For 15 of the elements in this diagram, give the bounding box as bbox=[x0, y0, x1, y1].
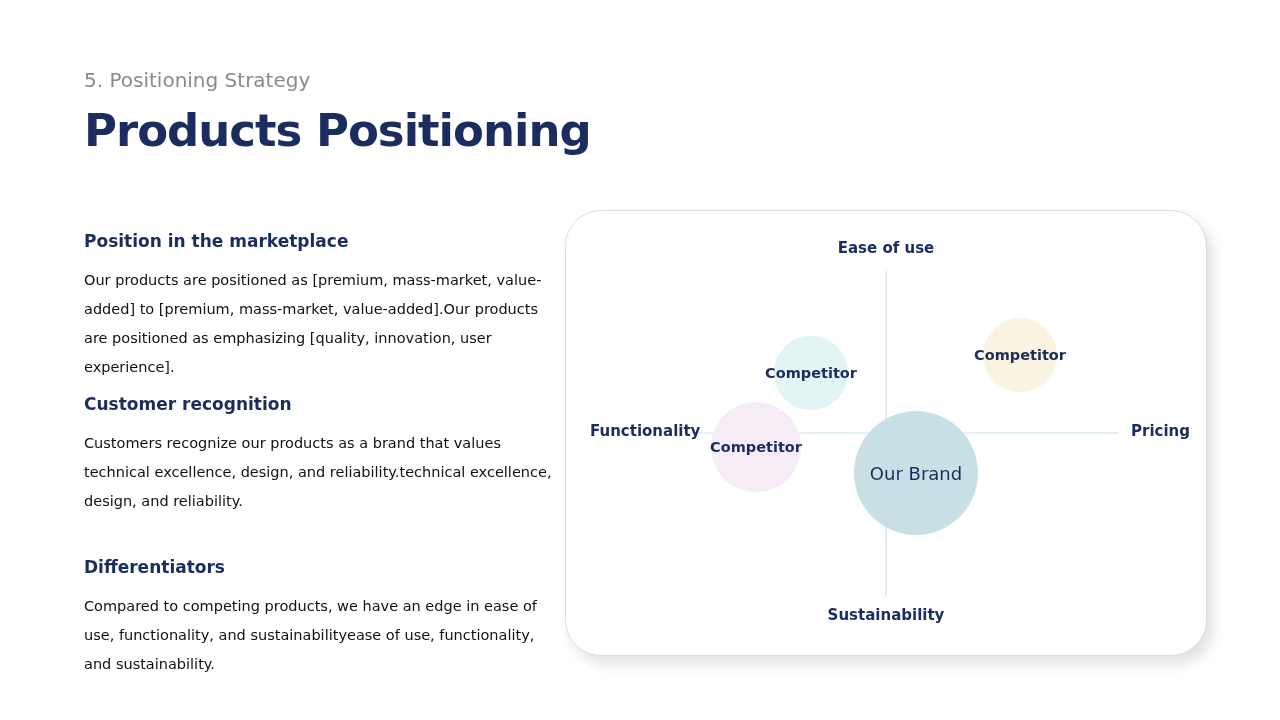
bubble-label: Our Brand bbox=[869, 462, 963, 484]
section-heading: Position in the marketplace bbox=[84, 231, 350, 251]
body-paragraph: Compared to competing products, we have an edge in ease of use, functionality, and sustainabilityease of use, functionality, and sustainability. bbox=[84, 597, 538, 674]
bubble-label: Competitor bbox=[974, 347, 1066, 363]
axis-label: Sustainability bbox=[827, 606, 945, 624]
bubble-label: Competitor bbox=[765, 365, 857, 381]
page-title: Products Positioning bbox=[84, 104, 591, 157]
body-paragraph: Customers recognize our products as a brand that values technical excellence, design, and reliability.technical excellence, design, and reliability. bbox=[84, 434, 553, 511]
axis-label: Pricing bbox=[1131, 422, 1190, 440]
axis-label: Ease of use bbox=[837, 239, 935, 257]
bubble-label: Competitor bbox=[710, 439, 802, 455]
section-subtitle: 5. Positioning Strategy bbox=[84, 68, 311, 92]
section-heading: Differentiators bbox=[84, 557, 226, 577]
section-heading: Customer recognition bbox=[84, 394, 293, 414]
body-paragraph: Our products are positioned as [premium, mass-market, value-added] to [premium, mass-market, value-added].Our products are positioned as emphasizing [quality, innovation, user experience]. bbox=[84, 271, 543, 377]
